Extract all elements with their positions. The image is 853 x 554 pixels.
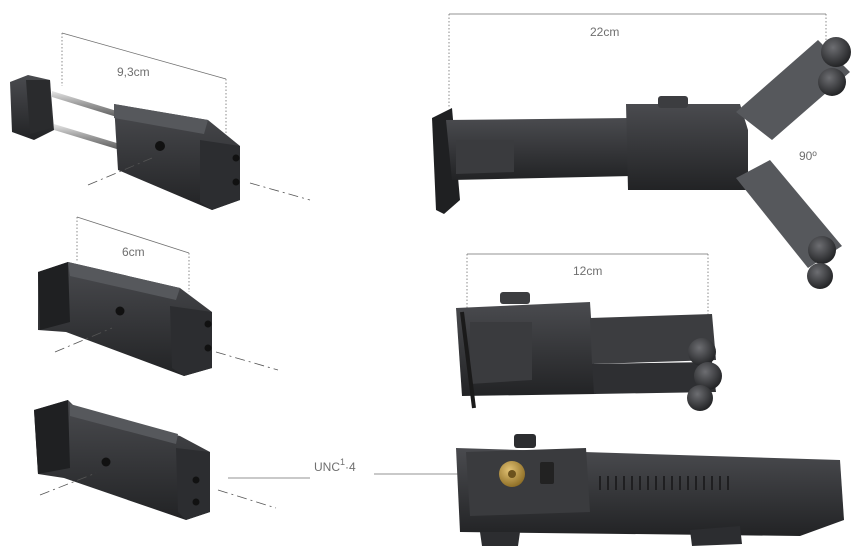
tablet-arm-base [374, 434, 844, 546]
tablet-arm-extended [432, 13, 851, 289]
screw-mount-hole [115, 306, 125, 316]
extension-rod-top [52, 91, 120, 118]
rubber-ball-bottom [808, 236, 836, 264]
thread-prefix: UNC [314, 460, 340, 474]
arm-hinge-block [626, 104, 748, 190]
screw-mount-hole [155, 141, 165, 151]
clamp-mount [34, 400, 310, 520]
screw-mount-hole [101, 457, 111, 467]
clamp-closed [38, 216, 279, 376]
extension-rod-bottom [54, 124, 120, 150]
label-thread-spec: UNC1·4 [314, 457, 356, 474]
label-clamp-closed-width: 6cm [122, 245, 145, 259]
axis-line [87, 157, 311, 201]
thread-superscript: 1 [340, 457, 346, 467]
clamp-body [34, 400, 210, 520]
label-clamp-extended-width: 9,3cm [117, 65, 150, 79]
dimension-line-9-3cm [61, 32, 227, 135]
tablet-arm-closed [456, 253, 722, 411]
rubber-ball-top [821, 37, 851, 67]
upper-arm [736, 40, 850, 140]
dimension-line-22cm [448, 13, 827, 108]
dimension-line-12cm [466, 253, 709, 316]
thread-suffix: ·4 [345, 460, 356, 474]
label-arm-extended-width: 22cm [590, 25, 620, 39]
ratchet-teeth [599, 476, 729, 490]
dimension-line-6cm [76, 216, 190, 292]
label-arm-closed-width: 12cm [573, 264, 603, 278]
label-arm-angle: 90º [799, 149, 817, 163]
clamp-extended [10, 32, 311, 210]
arm-slider [590, 314, 716, 364]
